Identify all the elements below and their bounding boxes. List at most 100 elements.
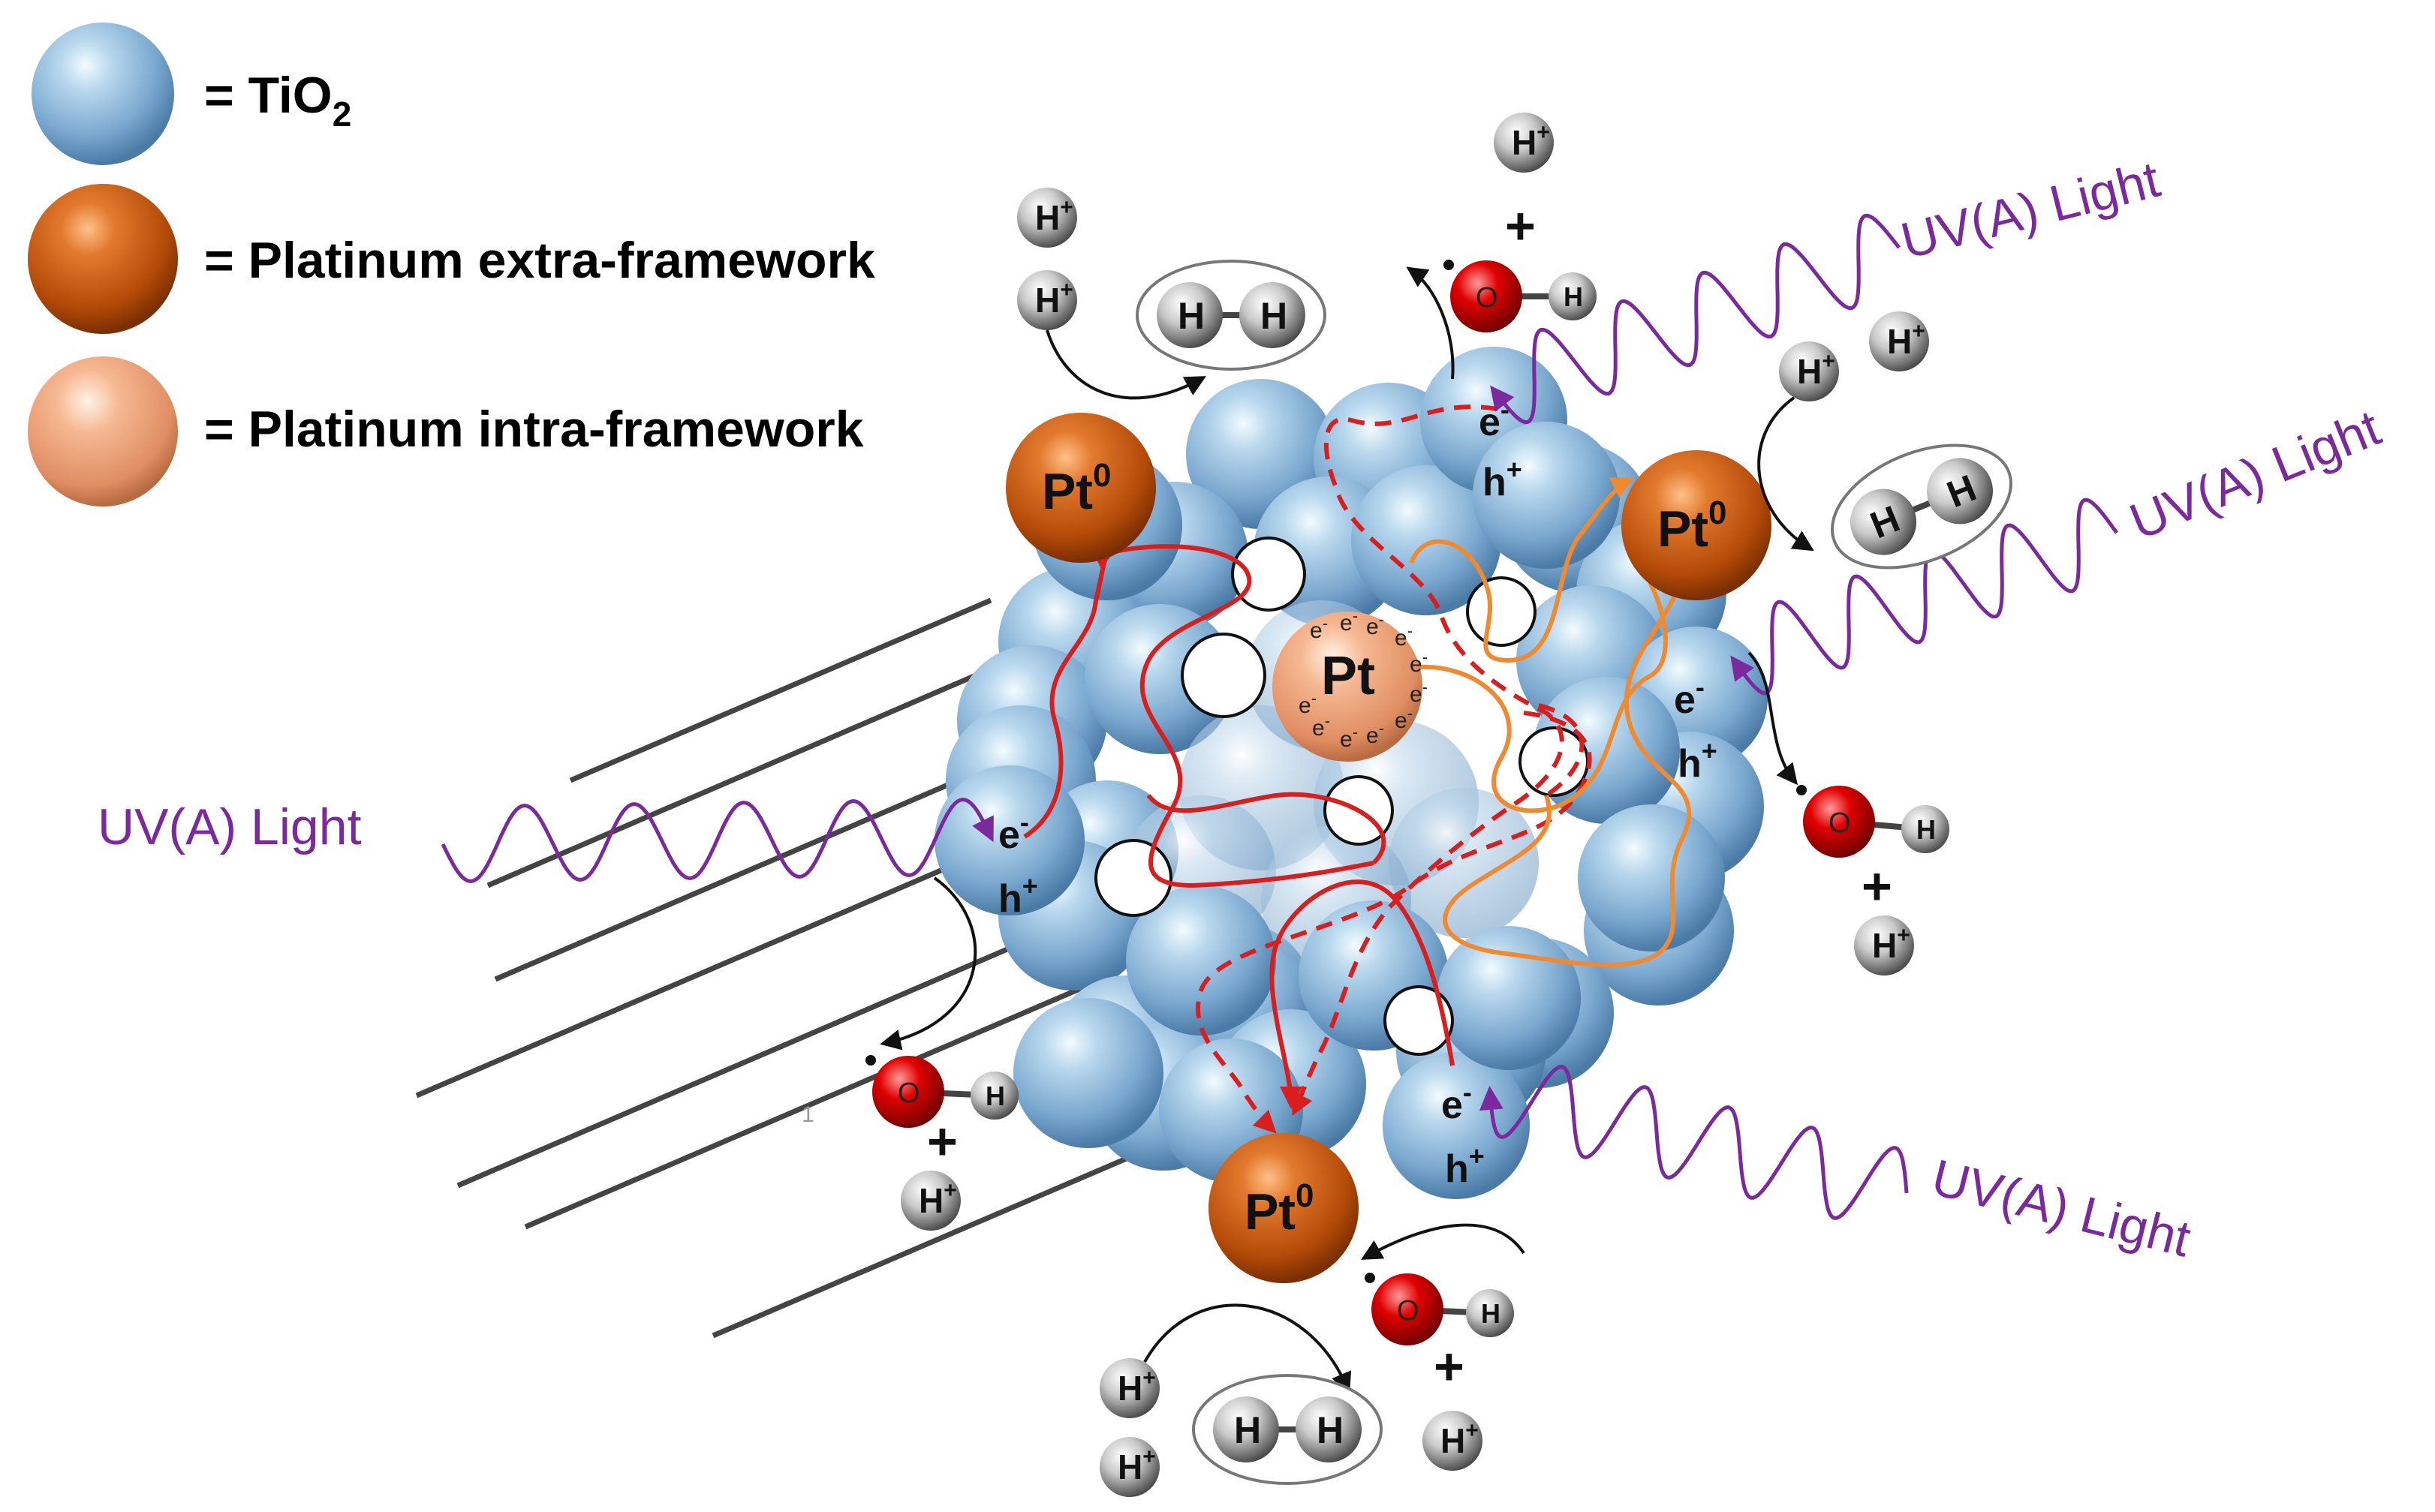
hydrogen-ion-label: H+ bbox=[1118, 1444, 1156, 1486]
oxygen-atom-label: O bbox=[1829, 807, 1851, 839]
plus-sign: + bbox=[1862, 857, 1892, 915]
plus-sign: + bbox=[927, 1112, 958, 1171]
oxygen-atom-label: O bbox=[898, 1078, 920, 1109]
electron-marker: e- bbox=[1312, 711, 1330, 741]
uv-label-top: UV(A) Light bbox=[1895, 151, 2166, 270]
electron-marker: e- bbox=[1310, 614, 1328, 643]
arrow-oh-formation bbox=[1406, 266, 1455, 380]
hydrogen-ion-label: H+ bbox=[1035, 195, 1073, 237]
uv-wave-bottom bbox=[1479, 1065, 1909, 1220]
tio2-particle bbox=[1437, 926, 1581, 1070]
radical-dot bbox=[1796, 785, 1807, 795]
charge-labels: e-h+e-h+e-h+e-h+ bbox=[998, 394, 1717, 1191]
tio2-particle bbox=[1085, 604, 1235, 754]
hydrogen-ion-label: H+ bbox=[1035, 278, 1073, 320]
hydrogen-ion bbox=[1869, 311, 1929, 371]
pore bbox=[1181, 633, 1266, 718]
electron-label: e- bbox=[1441, 1077, 1472, 1127]
oxygen-atom bbox=[1450, 260, 1522, 332]
hydrogen-atom-label: H bbox=[1564, 281, 1583, 312]
tio2-particle bbox=[1578, 804, 1725, 951]
hydrogen-atom bbox=[1296, 1396, 1362, 1462]
hydrogen-atom-label: H bbox=[1260, 295, 1287, 337]
pt0-label: Pt0 bbox=[1245, 1177, 1314, 1240]
legend-tio2-label: = TiO2 bbox=[204, 67, 351, 134]
electron-path-solid bbox=[1023, 549, 1117, 839]
arrow-oh-formation bbox=[1361, 1223, 1525, 1260]
hydrogen-ion bbox=[1494, 113, 1554, 173]
electron-label: e- bbox=[998, 807, 1029, 857]
uv-label-bottom: UV(A) Light bbox=[1926, 1149, 2196, 1268]
light-ray bbox=[524, 972, 1112, 1230]
hydrogen-ion bbox=[901, 1171, 961, 1231]
electron-marker: e- bbox=[1366, 610, 1384, 639]
electron-marker: e- bbox=[1340, 606, 1358, 636]
electron-path-orange bbox=[1410, 561, 1691, 813]
tio2-particle bbox=[1351, 465, 1501, 615]
hydrogen-atom bbox=[1213, 1396, 1279, 1462]
hydrogen-atom bbox=[1466, 1289, 1514, 1337]
legend-pt-intra-sphere bbox=[28, 356, 178, 507]
electron-marker: e- bbox=[1299, 689, 1317, 718]
hydrogen-ion bbox=[1422, 1411, 1482, 1471]
electron-marker: e- bbox=[1366, 719, 1384, 748]
pt0-sphere-bottom bbox=[1208, 1133, 1359, 1283]
hydrogen-atom bbox=[1926, 458, 1993, 525]
electron-path-orange bbox=[1443, 566, 1692, 967]
electron-path-solid bbox=[1114, 544, 1374, 888]
pore bbox=[1518, 726, 1589, 797]
oxygen-atom bbox=[1803, 786, 1875, 858]
uv-waves bbox=[441, 213, 2119, 1220]
stray-mark: 1 bbox=[802, 1102, 814, 1127]
light-ray bbox=[486, 672, 977, 888]
tio2-particle bbox=[1126, 885, 1276, 1036]
radical-dot bbox=[1365, 1273, 1375, 1283]
hole-label: h+ bbox=[998, 870, 1038, 921]
oxygen-atom-label: O bbox=[1476, 282, 1498, 314]
pore bbox=[1383, 985, 1454, 1056]
hydrogen-atom bbox=[1549, 272, 1597, 320]
process-arrows bbox=[880, 266, 1814, 1394]
electron-paths bbox=[1023, 404, 1692, 1134]
hydrogen-atom bbox=[1901, 805, 1949, 853]
hydrogen-ion-label: H+ bbox=[1512, 120, 1550, 162]
arrow-oh-formation bbox=[1747, 651, 1798, 786]
pores bbox=[1094, 537, 1589, 1056]
electron-label: e- bbox=[1674, 672, 1705, 722]
legend: = TiO2 = Platinum extra-framework = Plat… bbox=[28, 23, 875, 507]
electron-path-orange bbox=[1409, 477, 1635, 663]
hydrogen-ion bbox=[1017, 270, 1077, 330]
pore bbox=[1466, 576, 1537, 647]
pt0-sphere-top-left bbox=[1006, 413, 1156, 563]
legend-pt-extra-sphere bbox=[28, 184, 178, 334]
uv-wave-right bbox=[1730, 497, 2119, 696]
hydrogen-atom-label: H bbox=[1178, 295, 1205, 337]
hydrogen-ion bbox=[1100, 1437, 1160, 1497]
oxygen-atom-label: O bbox=[1397, 1295, 1419, 1327]
electron-marker: e- bbox=[1410, 648, 1428, 677]
hole-label: h+ bbox=[1445, 1141, 1485, 1191]
uv-label-left: UV(A) Light bbox=[98, 798, 362, 855]
uv-label-right: UV(A) Light bbox=[2122, 399, 2388, 551]
legend-pt-intra-label: = Platinum intra-framework bbox=[204, 401, 864, 458]
pt-intra-sphere bbox=[1272, 612, 1422, 762]
uv-wave-left bbox=[441, 797, 994, 884]
light-ray bbox=[415, 852, 977, 1099]
hydrogen-atom-label: H bbox=[1481, 1298, 1500, 1329]
electron-marker: e- bbox=[1340, 723, 1358, 752]
oxygen-atom bbox=[872, 1056, 944, 1128]
electron-marker: e- bbox=[1410, 678, 1428, 707]
pore bbox=[1231, 537, 1306, 612]
arrow-h2-formation bbox=[1143, 1303, 1352, 1394]
hydrogen-atom bbox=[1850, 488, 1917, 555]
tio2-particle bbox=[1013, 998, 1163, 1148]
arrow-h2-formation bbox=[1046, 329, 1207, 400]
pt0-sphere-right bbox=[1621, 450, 1771, 600]
pt-intra-label: Pt bbox=[1321, 646, 1375, 706]
electron-path-solid bbox=[1269, 879, 1455, 1109]
